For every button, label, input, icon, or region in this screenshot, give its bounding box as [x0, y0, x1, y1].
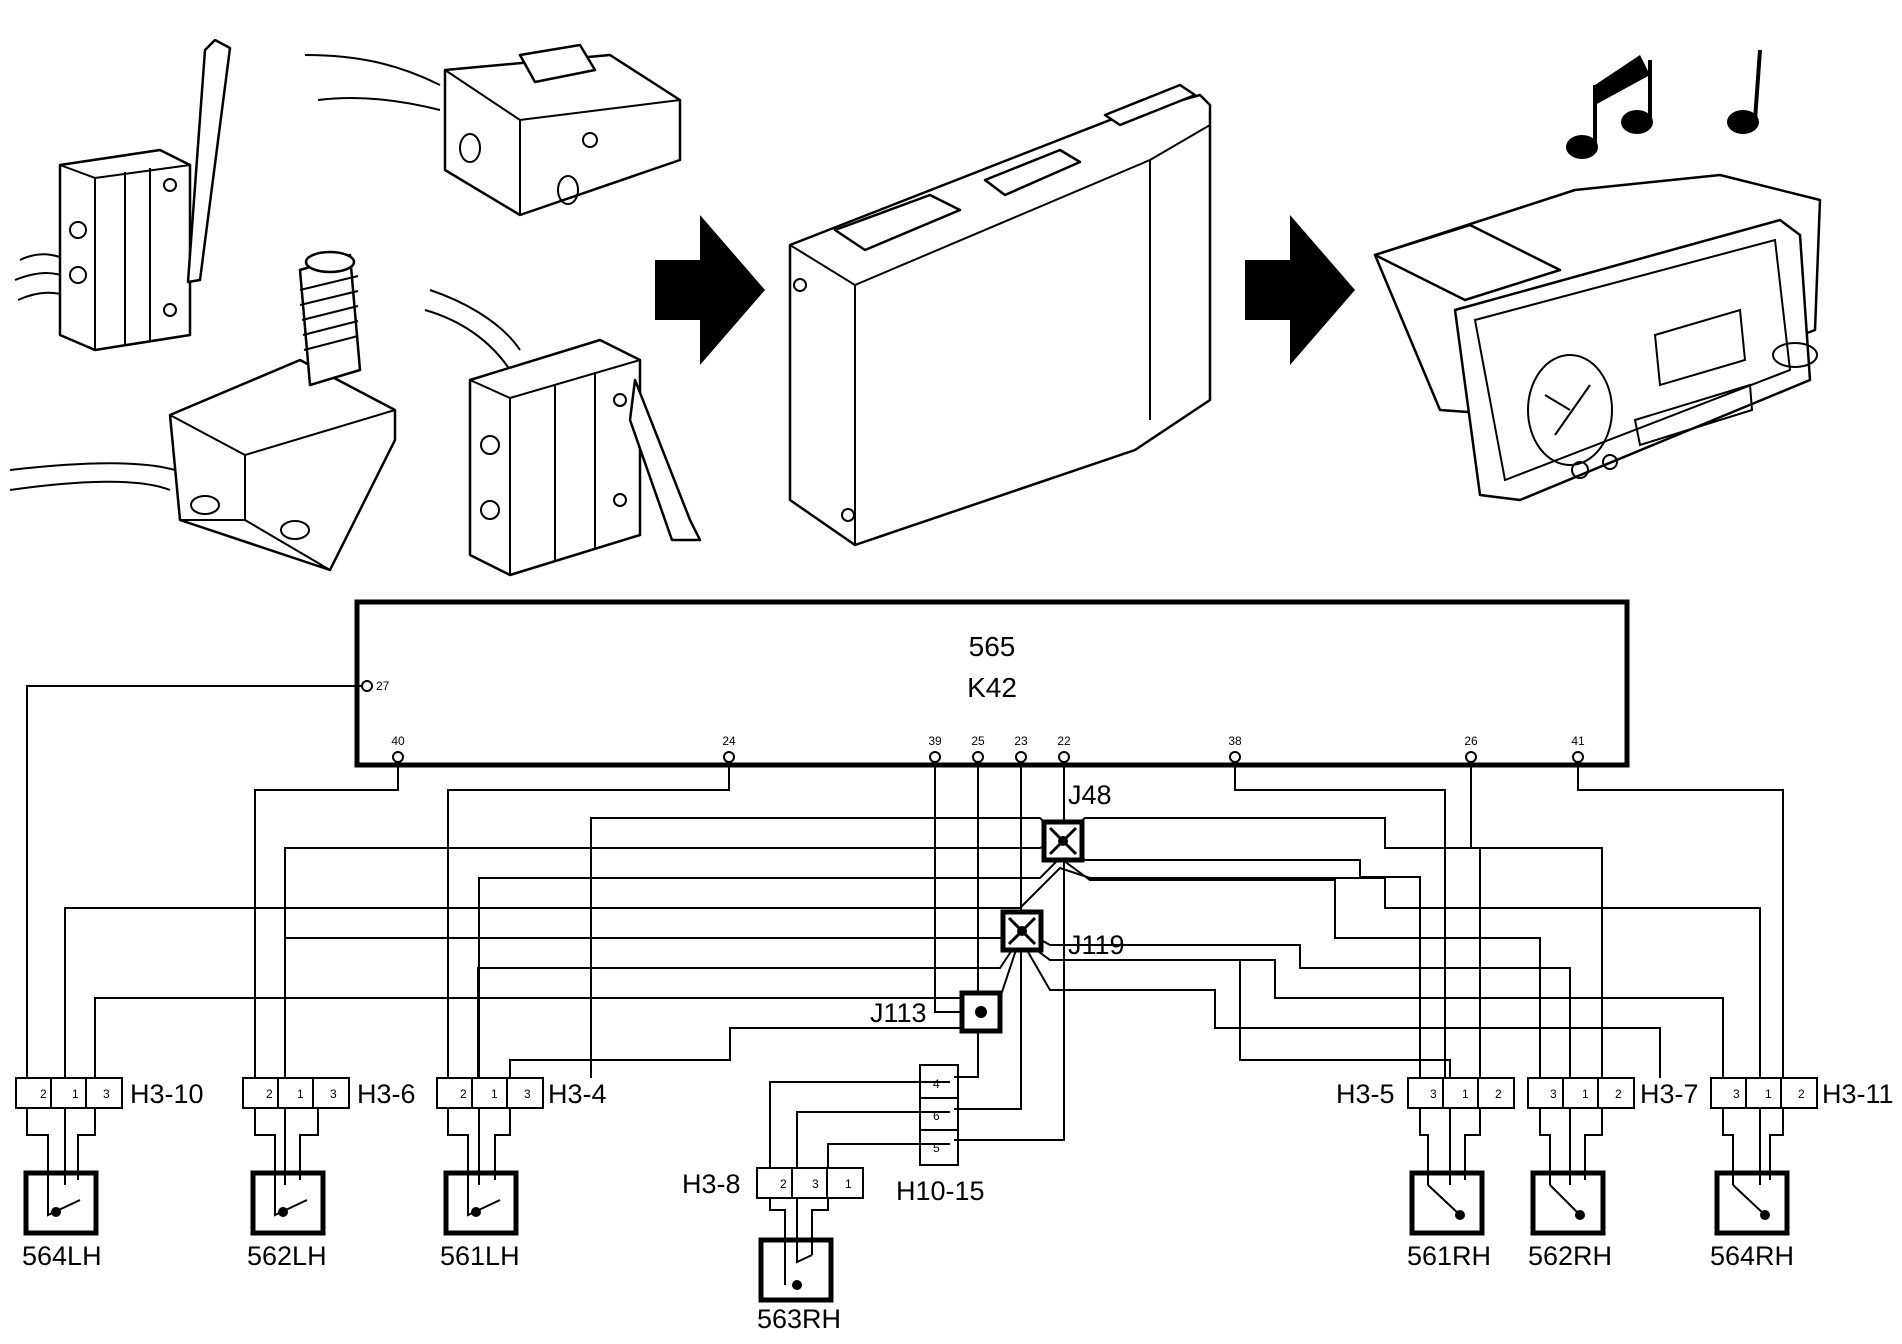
- connector-h3-11: 3 1 2 H3-11: [1710, 1077, 1894, 1109]
- svg-text:3: 3: [330, 1087, 337, 1101]
- connector-h3-8: 2 3 1 H3-8: [682, 1167, 864, 1199]
- switch-564lh: 564LH: [22, 1165, 102, 1271]
- switch-564rh-label: 564RH: [1710, 1241, 1794, 1271]
- pin-label-40: 40: [391, 734, 405, 748]
- h3-6-label: H3-6: [357, 1079, 416, 1109]
- pin-40: [392, 751, 404, 763]
- h3-7-label: H3-7: [1640, 1079, 1699, 1109]
- lever-microswitch-icon: [14, 38, 232, 352]
- pin-25: [972, 751, 984, 763]
- svg-text:1: 1: [72, 1087, 79, 1101]
- switch-562lh: 562LH: [247, 1165, 327, 1271]
- roller-lever-switch-icon: [424, 289, 702, 577]
- svg-text:1: 1: [845, 1177, 852, 1191]
- switch-561rh: 561RH: [1407, 1165, 1491, 1271]
- connector-h3-5: 3 1 2 H3-5: [1336, 1077, 1515, 1109]
- pin-39: [929, 751, 941, 763]
- pin-label-25: 25: [971, 734, 985, 748]
- pin-22: [1058, 751, 1070, 763]
- arrow-icon: [1245, 215, 1355, 365]
- pin-label-27: 27: [376, 679, 390, 693]
- switch-561rh-label: 561RH: [1407, 1241, 1491, 1271]
- pin-label-41: 41: [1571, 734, 1585, 748]
- svg-text:2: 2: [780, 1177, 787, 1191]
- pin-label-22: 22: [1057, 734, 1071, 748]
- switch-562lh-label: 562LH: [247, 1241, 327, 1271]
- svg-text:1: 1: [1582, 1087, 1589, 1101]
- svg-text:3: 3: [1733, 1087, 1740, 1101]
- h3-5-label: H3-5: [1336, 1079, 1395, 1109]
- svg-text:1: 1: [297, 1087, 304, 1101]
- module-565-box: [354, 599, 1630, 768]
- svg-text:1: 1: [491, 1087, 498, 1101]
- pin-label-24: 24: [722, 734, 736, 748]
- connector-h3-6: 2 1 3 H3-6: [242, 1077, 416, 1109]
- pin-26: [1465, 751, 1477, 763]
- svg-text:3: 3: [812, 1177, 819, 1191]
- pin-24: [723, 751, 735, 763]
- svg-text:2: 2: [1495, 1087, 1502, 1101]
- h10-15-label: H10-15: [896, 1176, 985, 1206]
- connector-h10-15: 4 6 5 H10-15: [896, 1064, 985, 1206]
- svg-text:3: 3: [524, 1087, 531, 1101]
- pin-27: [361, 680, 373, 692]
- svg-text:6: 6: [933, 1109, 940, 1123]
- connector-h3-7: 3 1 2 H3-7: [1527, 1077, 1699, 1109]
- splice-j119: J119: [1000, 909, 1125, 960]
- pin-38: [1229, 751, 1241, 763]
- reed-switch-icon: [304, 43, 682, 217]
- music-notes-icon: [1566, 49, 1762, 159]
- splice-j113: J113: [870, 990, 1003, 1034]
- connector-h3-4: 2 1 3 H3-4: [436, 1077, 607, 1109]
- module-pins: 27 40 24 39 25 23 22 38 26 41: [361, 679, 1585, 763]
- svg-text:2: 2: [1798, 1087, 1805, 1101]
- svg-text:3: 3: [1550, 1087, 1557, 1101]
- switch-561lh: 561LH: [440, 1165, 520, 1271]
- pin-label-39: 39: [928, 734, 942, 748]
- switch-563rh-label: 563RH: [757, 1304, 841, 1334]
- svg-text:1: 1: [1765, 1087, 1772, 1101]
- h3-11-label: H3-11: [1822, 1079, 1894, 1109]
- svg-text:1: 1: [1462, 1087, 1469, 1101]
- svg-text:4: 4: [933, 1077, 940, 1091]
- svg-text:3: 3: [103, 1087, 110, 1101]
- svg-text:3: 3: [1430, 1087, 1437, 1101]
- wires: [26, 685, 1784, 1265]
- svg-text:2: 2: [266, 1087, 273, 1101]
- j113-label: J113: [870, 998, 927, 1028]
- splice-j48: J48: [1041, 780, 1112, 863]
- pin-label-26: 26: [1464, 734, 1478, 748]
- pin-label-23: 23: [1014, 734, 1028, 748]
- h3-4-label: H3-4: [548, 1079, 607, 1109]
- switch-564lh-label: 564LH: [22, 1241, 102, 1271]
- j119-label: J119: [1068, 930, 1125, 960]
- radio-display-icon: [1373, 173, 1822, 502]
- arrow-icon: [655, 215, 765, 365]
- switch-561lh-label: 561LH: [440, 1241, 520, 1271]
- module-number: 565: [969, 631, 1016, 662]
- plunger-switch-icon: [9, 250, 397, 572]
- pin-23: [1015, 751, 1027, 763]
- switch-563rh: 563RH: [757, 1237, 841, 1334]
- module-code: K42: [967, 672, 1017, 703]
- microswitch-group-icon: [9, 38, 702, 577]
- svg-text:2: 2: [1615, 1087, 1622, 1101]
- pin-41: [1572, 751, 1584, 763]
- switch-562rh-label: 562RH: [1528, 1241, 1612, 1271]
- h3-10-label: H3-10: [130, 1079, 204, 1109]
- pin-label-38: 38: [1228, 734, 1242, 748]
- switch-562rh: 562RH: [1528, 1165, 1612, 1271]
- control-module-icon: [788, 83, 1212, 547]
- svg-text:2: 2: [40, 1087, 47, 1101]
- svg-text:2: 2: [460, 1087, 467, 1101]
- connector-h3-10: 2 1 3 H3-10: [15, 1077, 204, 1109]
- j48-label: J48: [1068, 780, 1112, 810]
- svg-text:5: 5: [933, 1141, 940, 1155]
- switch-564rh: 564RH: [1710, 1165, 1794, 1271]
- h3-8-label: H3-8: [682, 1169, 741, 1199]
